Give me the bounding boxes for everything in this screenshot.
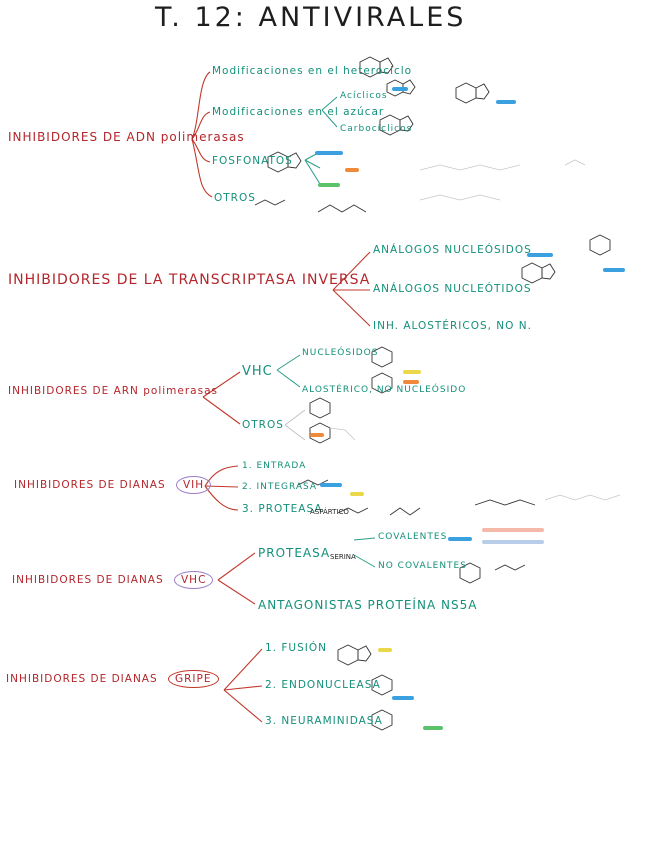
highlight-mark bbox=[392, 696, 414, 700]
highlight-mark bbox=[320, 483, 342, 487]
branch-nucleotide-analogs: ANÁLOGOS NUCLEÓTIDOS bbox=[373, 283, 532, 295]
section-heading-flu-targets: INHIBIDORES DE DIANAS GRIPE bbox=[6, 670, 219, 688]
sub-non-covalent: NO COVALENTES bbox=[378, 561, 467, 571]
highlight-mark bbox=[345, 168, 359, 172]
sub-nucleosides: NUCLEÓSIDOS bbox=[302, 348, 379, 358]
highlight-mark bbox=[403, 380, 419, 384]
sub-allosteric-non-nucleoside: ALOSTÉRICO, NO NUCLEÓSIDO bbox=[302, 385, 467, 395]
section-heading-vih-targets: INHIBIDORES DE DIANAS VIH bbox=[14, 476, 212, 494]
highlight-mark bbox=[448, 537, 472, 541]
section-heading-text: INHIBIDORES DE DIANAS bbox=[14, 479, 166, 491]
section-heading-vhc-targets: INHIBIDORES DE DIANAS VHC bbox=[12, 571, 214, 589]
structure-sketches bbox=[254, 56, 611, 731]
branch-vhc: VHC bbox=[242, 364, 273, 379]
faint-structure-sketches bbox=[329, 159, 621, 501]
branch-others-rna: OTROS bbox=[242, 419, 284, 431]
section-heading-text: INHIBIDORES DE DIANAS bbox=[6, 673, 158, 685]
highlight-mark bbox=[318, 183, 340, 187]
section-heading-text: INHIBIDORES DE DIANAS bbox=[12, 574, 164, 586]
branch-protease-vhc: PROTEASA bbox=[258, 546, 331, 560]
highlight-mark bbox=[423, 726, 443, 730]
branch-others-dna: OTROS bbox=[214, 192, 256, 204]
tag-vih: VIH bbox=[176, 476, 212, 494]
branch-heterocycle: Modificaciones en el heterociclo bbox=[212, 65, 413, 77]
highlight-mark bbox=[603, 268, 625, 272]
note-serine: SERINA bbox=[330, 553, 356, 561]
section-heading-reverse-transcriptase: INHIBIDORES DE LA TRANSCRIPTASA INVERSA bbox=[8, 272, 371, 288]
branch-phosphonates: FOSFONATOS bbox=[212, 155, 293, 167]
branch-entry: 1. ENTRADA bbox=[242, 461, 307, 471]
highlight-mark bbox=[392, 87, 408, 91]
branch-fusion: 1. FUSIÓN bbox=[265, 642, 327, 654]
highlight-mark bbox=[527, 253, 553, 257]
highlight-mark bbox=[482, 528, 544, 532]
tag-gripe: GRIPE bbox=[168, 670, 219, 688]
highlight-mark bbox=[403, 370, 421, 374]
highlight-mark bbox=[315, 151, 343, 155]
branch-sugar: Modificaciones en el azúcar bbox=[212, 106, 385, 118]
highlight-mark bbox=[350, 492, 364, 496]
branch-nucleoside-analogs: ANÁLOGOS NUCLEÓSIDOS bbox=[373, 244, 532, 256]
branch-neuraminidase: 3. NEURAMINIDASA bbox=[265, 715, 383, 727]
sub-acyclic: Acíclicos bbox=[340, 91, 388, 101]
highlight-mark bbox=[496, 100, 516, 104]
sub-carbocyclic: Carbocíclicos bbox=[340, 124, 413, 134]
branch-ns5a-antagonists: ANTAGONISTAS PROTEÍNA NS5A bbox=[258, 598, 478, 612]
section-heading-rna-polymerase: INHIBIDORES DE ARN polimerasas bbox=[8, 385, 218, 397]
branch-endonuclease: 2. ENDONUCLEASA bbox=[265, 679, 381, 691]
highlight-mark bbox=[310, 433, 324, 437]
sub-covalent: COVALENTES bbox=[378, 532, 448, 542]
branch-integrase: 2. INTEGRASA bbox=[242, 482, 318, 492]
page-title: T. 12: ANTIVIRALES bbox=[155, 2, 467, 33]
highlight-mark bbox=[378, 648, 392, 652]
branch-protease-vih: 3. PROTEASA bbox=[242, 503, 323, 515]
note-aspartic: ASPÁRTICO bbox=[310, 508, 349, 516]
tag-vhc: VHC bbox=[174, 571, 214, 589]
section-heading-dna-polymerase: INHIBIDORES DE ADN polimerasas bbox=[8, 130, 245, 144]
branch-allosteric-nn: INH. ALOSTÉRICOS, NO N. bbox=[373, 320, 532, 332]
highlight-mark bbox=[482, 540, 544, 544]
